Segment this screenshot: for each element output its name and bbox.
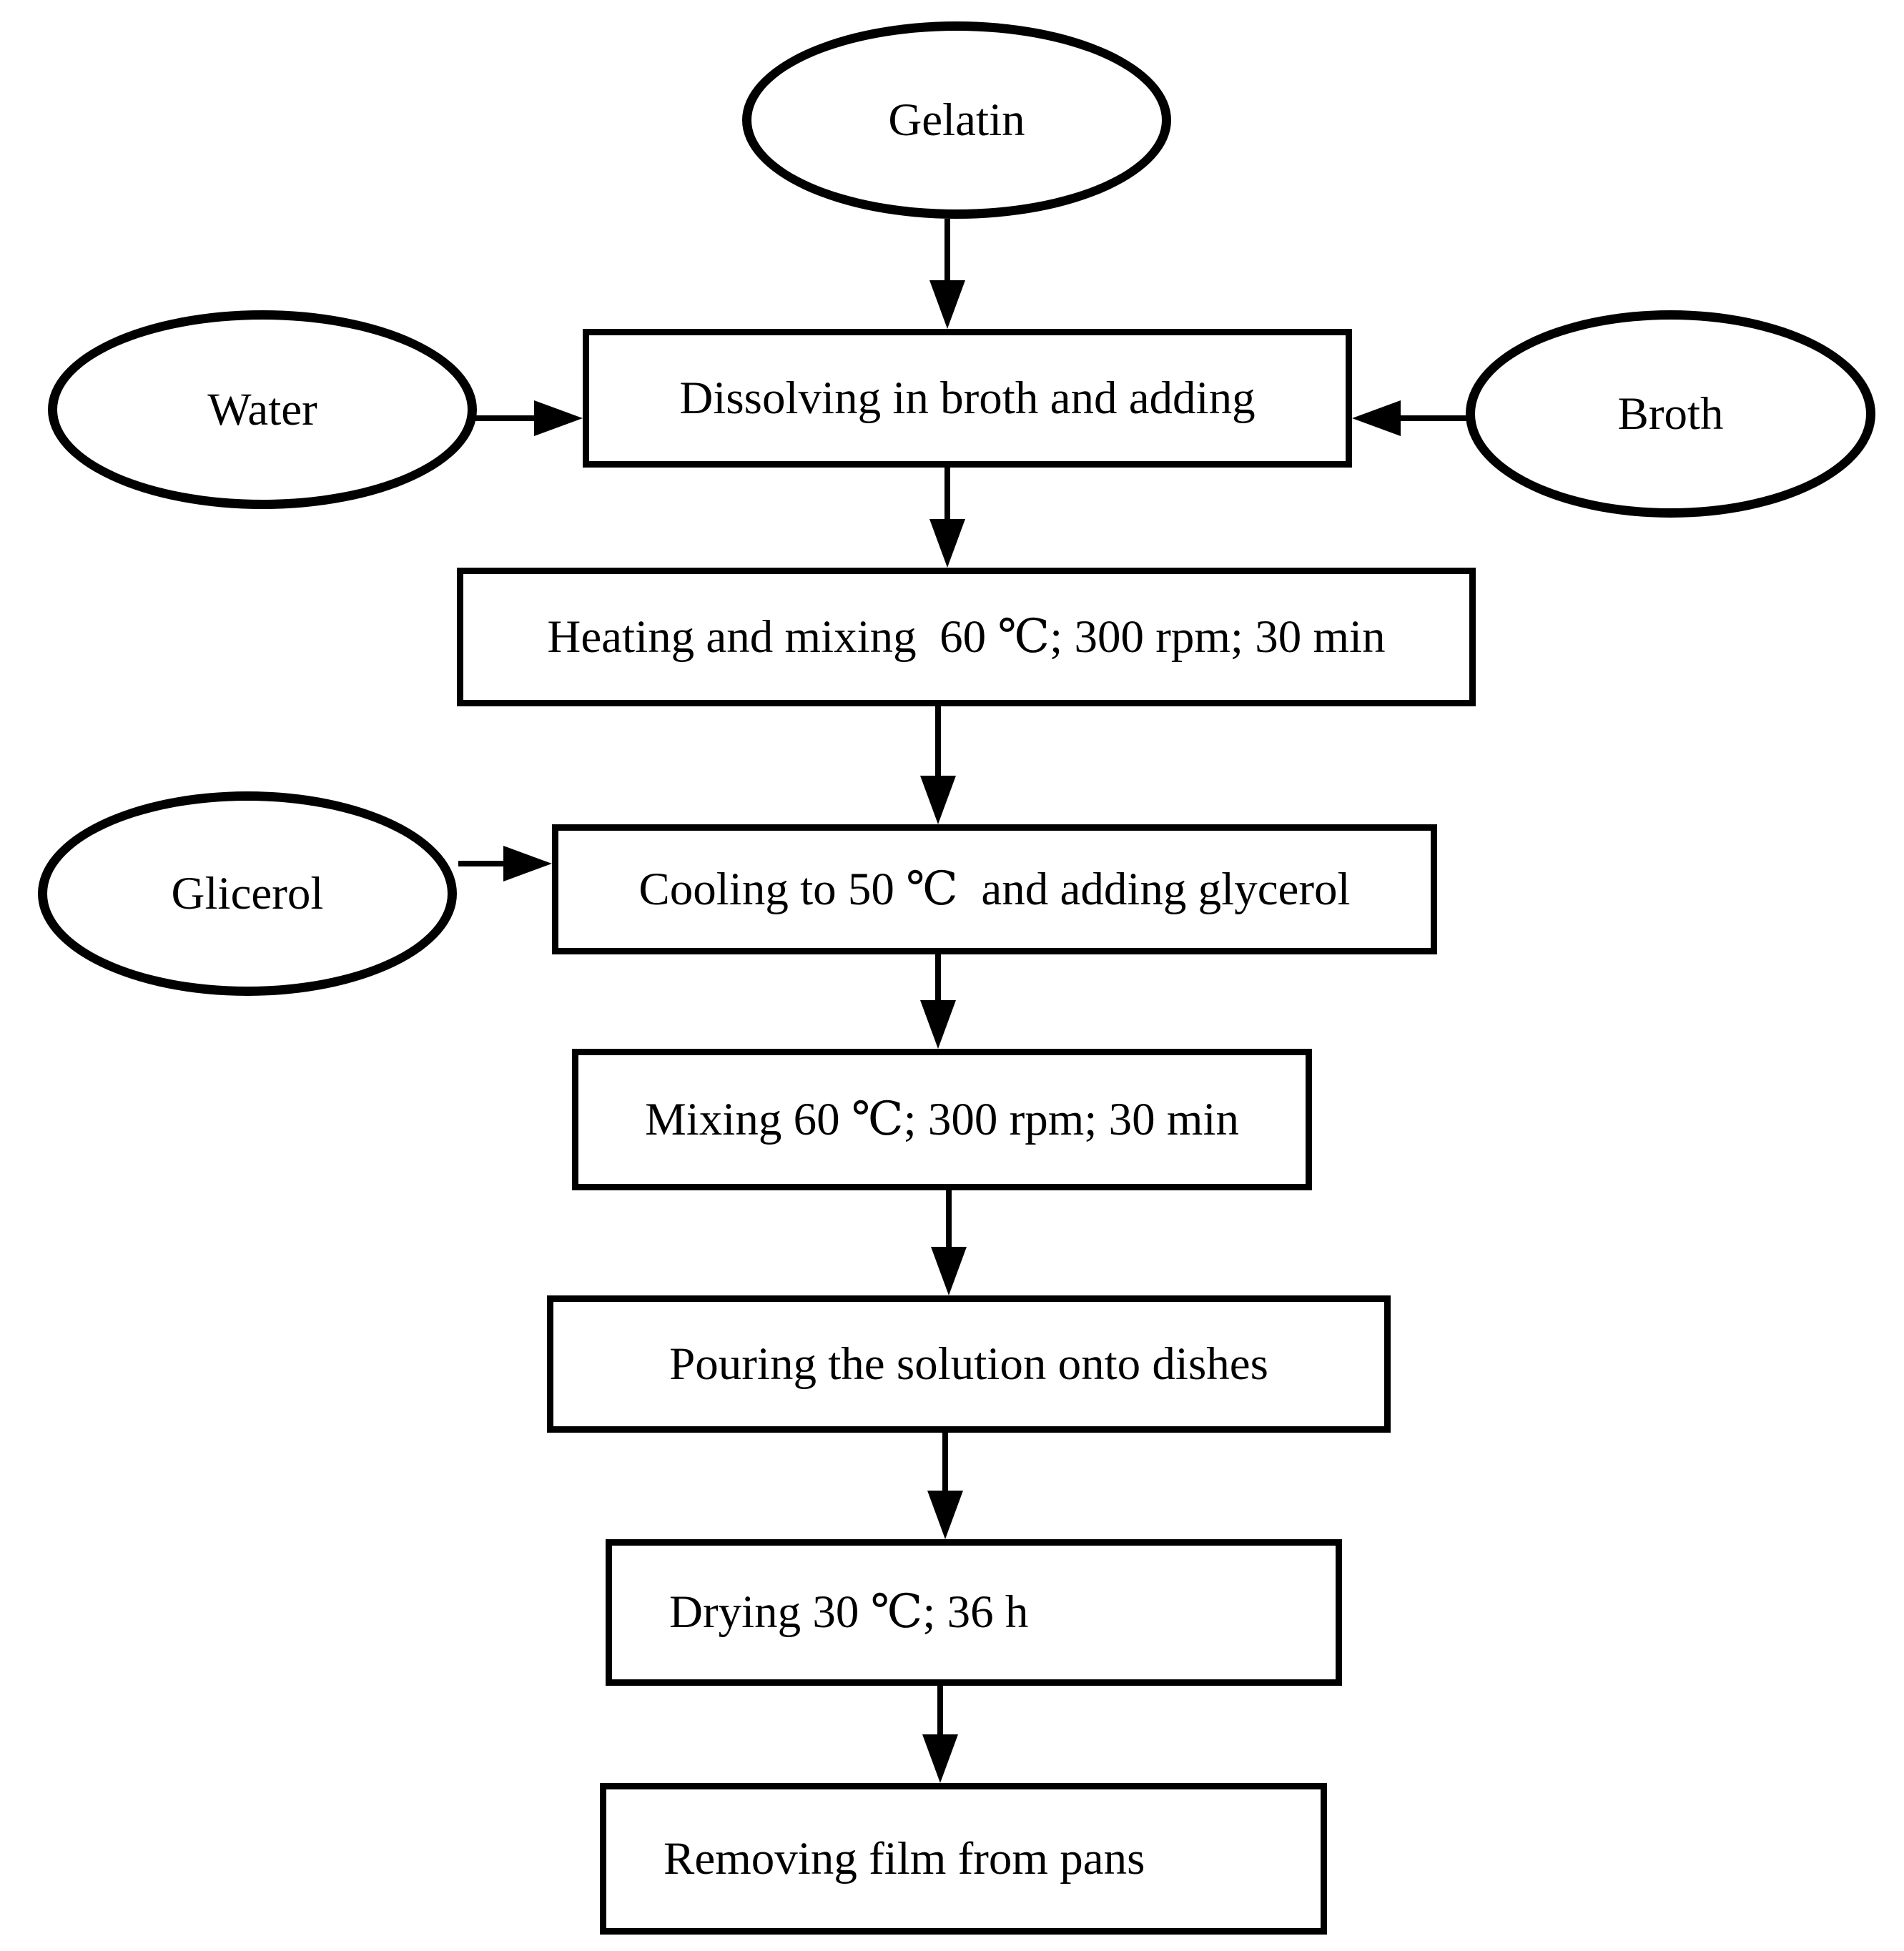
node-glicerol-label: Glicerol: [171, 867, 324, 919]
arrow-water-to-dissolving: [474, 400, 583, 436]
node-pouring-label: Pouring the solution onto dishes: [669, 1338, 1268, 1390]
node-pouring-step: Pouring the solution onto dishes: [547, 1295, 1391, 1433]
node-removing-step: Removing film from pans: [600, 1783, 1327, 1935]
arrow-pouring-to-drying: [927, 1431, 963, 1539]
node-glicerol: Glicerol: [38, 791, 457, 996]
node-mixing-step: Mixing 60 ℃; 300 rpm; 30 min: [572, 1049, 1312, 1190]
node-broth: Broth: [1466, 310, 1875, 518]
node-gelatin-label: Gelatin: [888, 94, 1025, 146]
node-heating-label: Heating and mixing 60 ℃; 300 rpm; 30 min: [547, 611, 1386, 663]
node-dissolving-step: Dissolving in broth and adding: [583, 329, 1352, 468]
arrow-drying-to-removing: [922, 1686, 958, 1783]
arrow-cooling-to-mixing: [920, 953, 956, 1049]
node-cooling-label: Cooling to 50 ℃ and adding glycerol: [638, 863, 1351, 915]
arrow-gelatin-to-dissolving: [929, 219, 965, 329]
node-drying-label: Drying 30 ℃; 36 h: [669, 1586, 1029, 1639]
arrow-broth-to-dissolving: [1352, 400, 1467, 436]
node-gelatin: Gelatin: [742, 21, 1171, 219]
node-water-label: Water: [207, 383, 317, 435]
arrow-mixing-to-pouring: [931, 1190, 967, 1295]
arrow-dissolving-to-heating: [929, 466, 965, 568]
node-water: Water: [48, 310, 477, 509]
arrow-glicerol-to-cooling: [458, 846, 552, 881]
node-heating-step: Heating and mixing 60 ℃; 300 rpm; 30 min: [457, 568, 1476, 706]
node-dissolving-label: Dissolving in broth and adding: [679, 372, 1256, 424]
node-broth-label: Broth: [1617, 387, 1724, 440]
arrow-heating-to-cooling: [920, 705, 956, 824]
node-drying-step: Drying 30 ℃; 36 h: [606, 1539, 1342, 1686]
node-removing-label: Removing film from pans: [664, 1832, 1145, 1885]
node-mixing-label: Mixing 60 ℃; 300 rpm; 30 min: [644, 1093, 1240, 1145]
node-cooling-step: Cooling to 50 ℃ and adding glycerol: [552, 824, 1437, 954]
